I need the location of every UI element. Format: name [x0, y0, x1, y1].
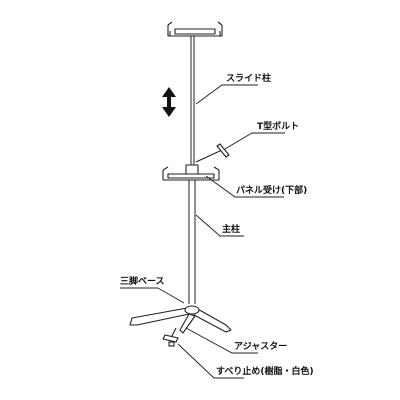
- label-t-bolt: T型ボルト: [257, 120, 299, 132]
- slide-pole: [190, 36, 195, 175]
- label-panel-holder-lower: パネル受け(下部): [236, 184, 307, 196]
- t-bolt: [195, 143, 230, 163]
- adjuster: [162, 327, 179, 347]
- label-adjuster: アジャスター: [234, 340, 287, 352]
- callout-labels: スライド柱 T型ボルト パネル受け(下部) 主柱 三脚ベース アジャスター すべ…: [120, 72, 314, 377]
- top-panel-holder: [167, 21, 223, 37]
- main-pole: [188, 180, 196, 304]
- lower-panel-holder: [162, 164, 220, 181]
- up-down-arrow-icon: [162, 87, 176, 117]
- label-main-pole: 主柱: [222, 223, 240, 235]
- label-anti-slip: すべり止め(樹脂・白色): [216, 365, 314, 377]
- label-slide-pole: スライド柱: [226, 72, 271, 84]
- label-tripod-base: 三脚ベース: [120, 275, 165, 287]
- tripod-base: [129, 305, 232, 334]
- leader-lines: [120, 84, 285, 379]
